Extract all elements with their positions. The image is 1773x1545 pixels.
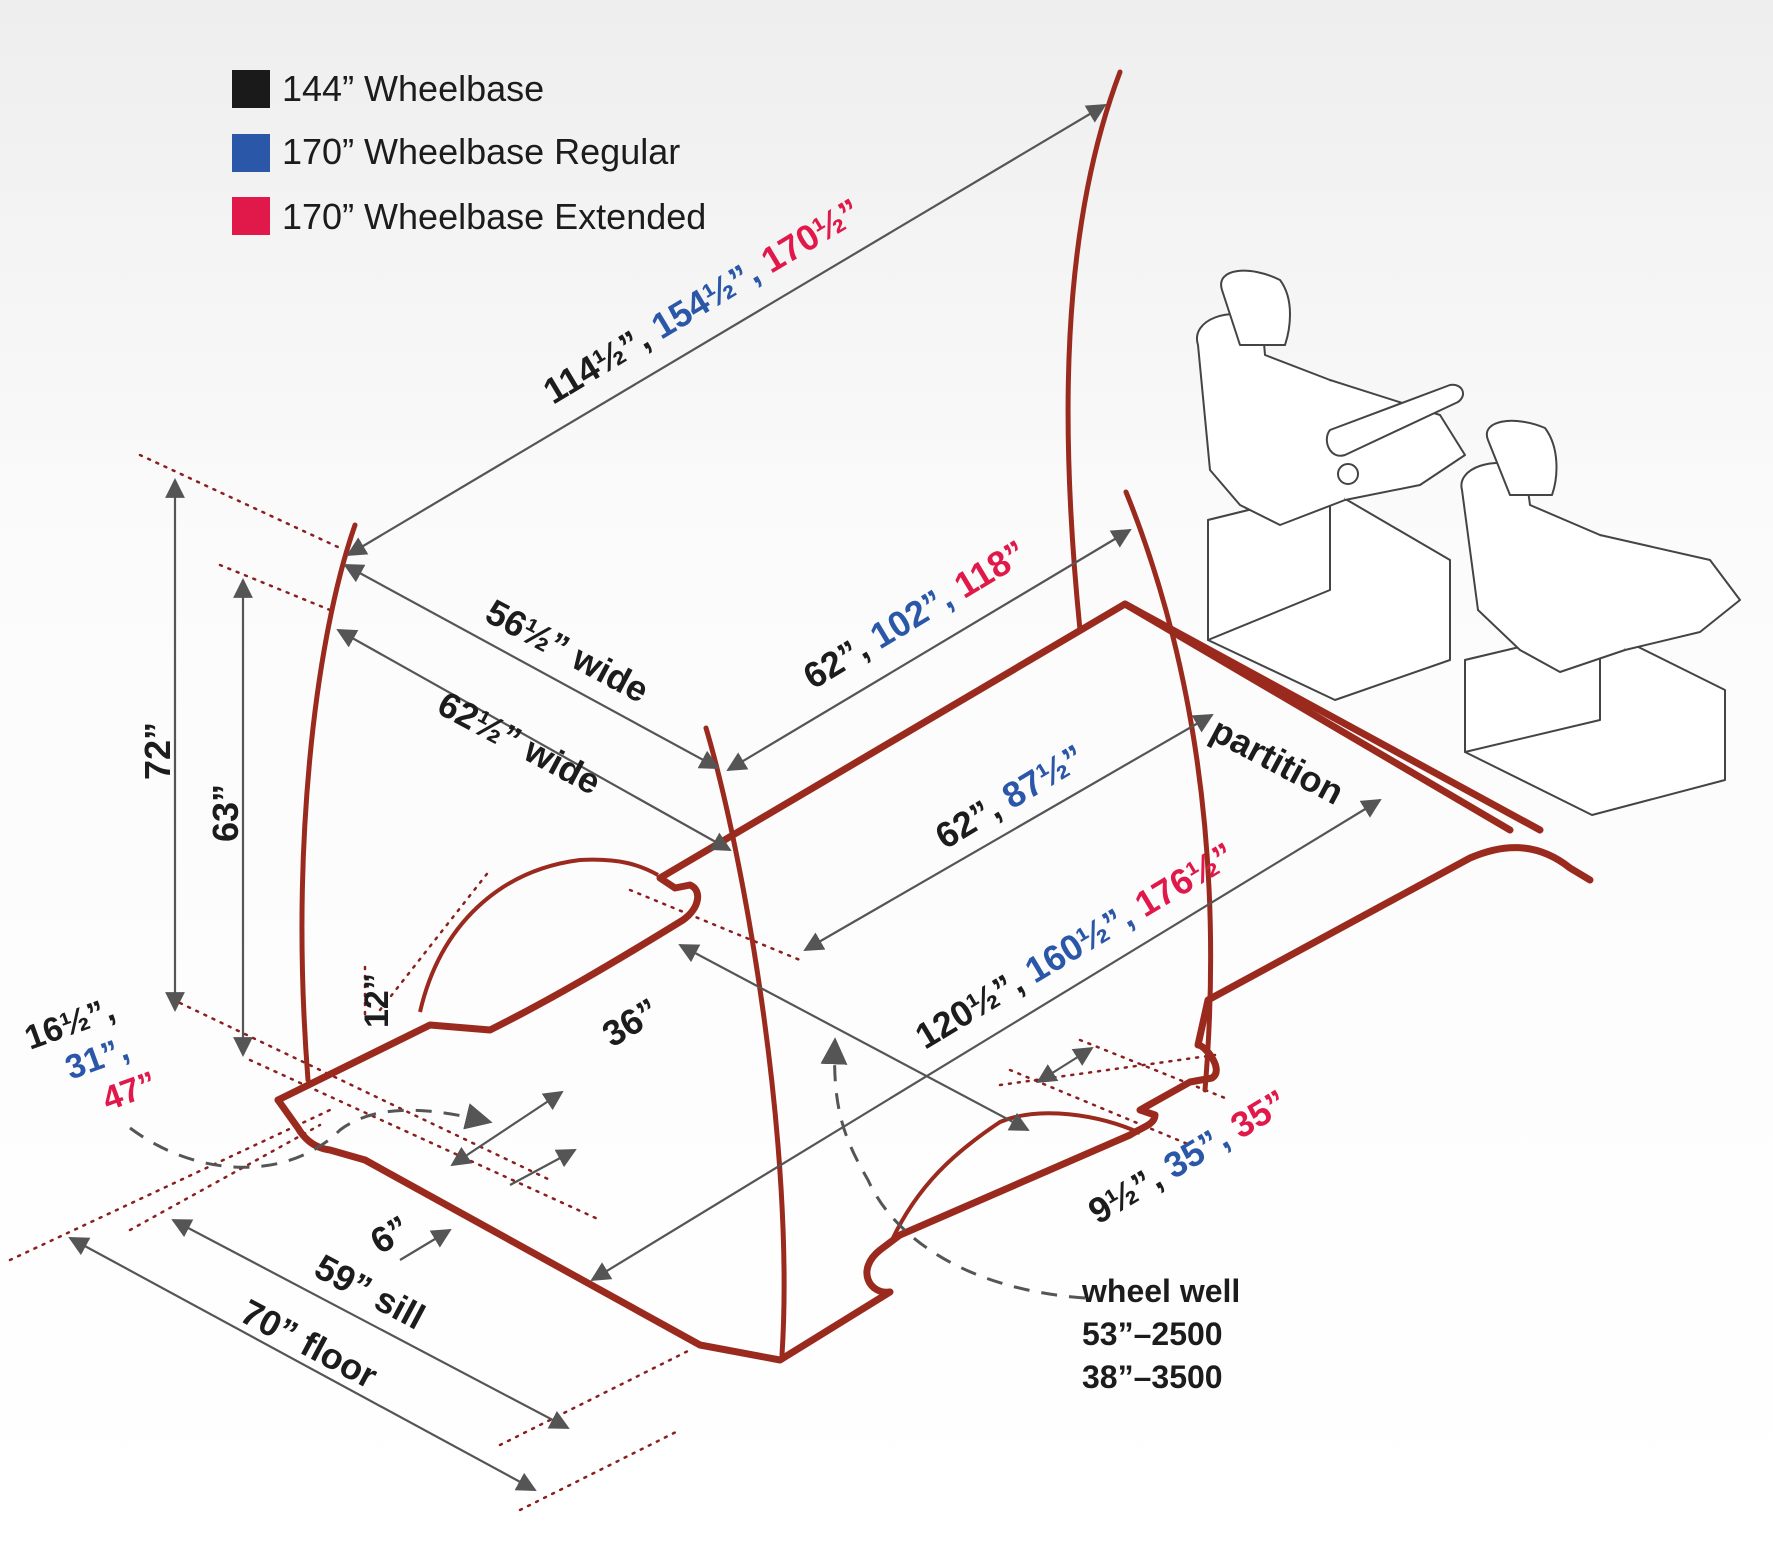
legend-label-170-extended: 170” Wheelbase Extended [282, 196, 706, 237]
arrow-floor-diagonal [678, 944, 1030, 1131]
wheel-well-title: wheel well [1081, 1273, 1240, 1309]
arrow-side-step [1036, 1046, 1094, 1084]
driver-seat [1195, 269, 1466, 701]
legend-swatch-170-extended [232, 197, 270, 235]
arrow-wheel-well-leader [820, 1037, 1086, 1300]
arrow-floor [68, 1237, 537, 1491]
front-seats [1195, 269, 1741, 816]
wheel-well-2500: 53”–2500 [1082, 1316, 1223, 1352]
label-height-total: 72” [137, 722, 178, 780]
wheel-well-3500: 38”–3500 [1082, 1359, 1223, 1395]
wheel-well-note: wheel well 53”–2500 38”–3500 [1081, 1273, 1240, 1395]
legend-label-144: 144” Wheelbase [282, 68, 544, 109]
legend-swatch-170-regular [232, 134, 270, 172]
rear-left-wall [299, 522, 358, 1083]
passenger-seat [1460, 419, 1741, 816]
legend-swatch-144 [232, 70, 270, 108]
arrow-upper-length [726, 528, 1132, 772]
arrow-well-offset [450, 1090, 564, 1167]
legend-label-170-regular: 170” Wheelbase Regular [282, 131, 680, 172]
left-floor-edge [274, 1096, 369, 1164]
label-well-height: 12” [358, 973, 396, 1028]
arrow-rear-step [129, 1103, 493, 1169]
arrow-total-length [346, 103, 1107, 557]
partition-line [1121, 600, 1544, 834]
dimension-arrows [68, 103, 1382, 1491]
arrow-well-offset-lower [509, 1149, 577, 1186]
label-height-inner: 63” [205, 784, 246, 842]
